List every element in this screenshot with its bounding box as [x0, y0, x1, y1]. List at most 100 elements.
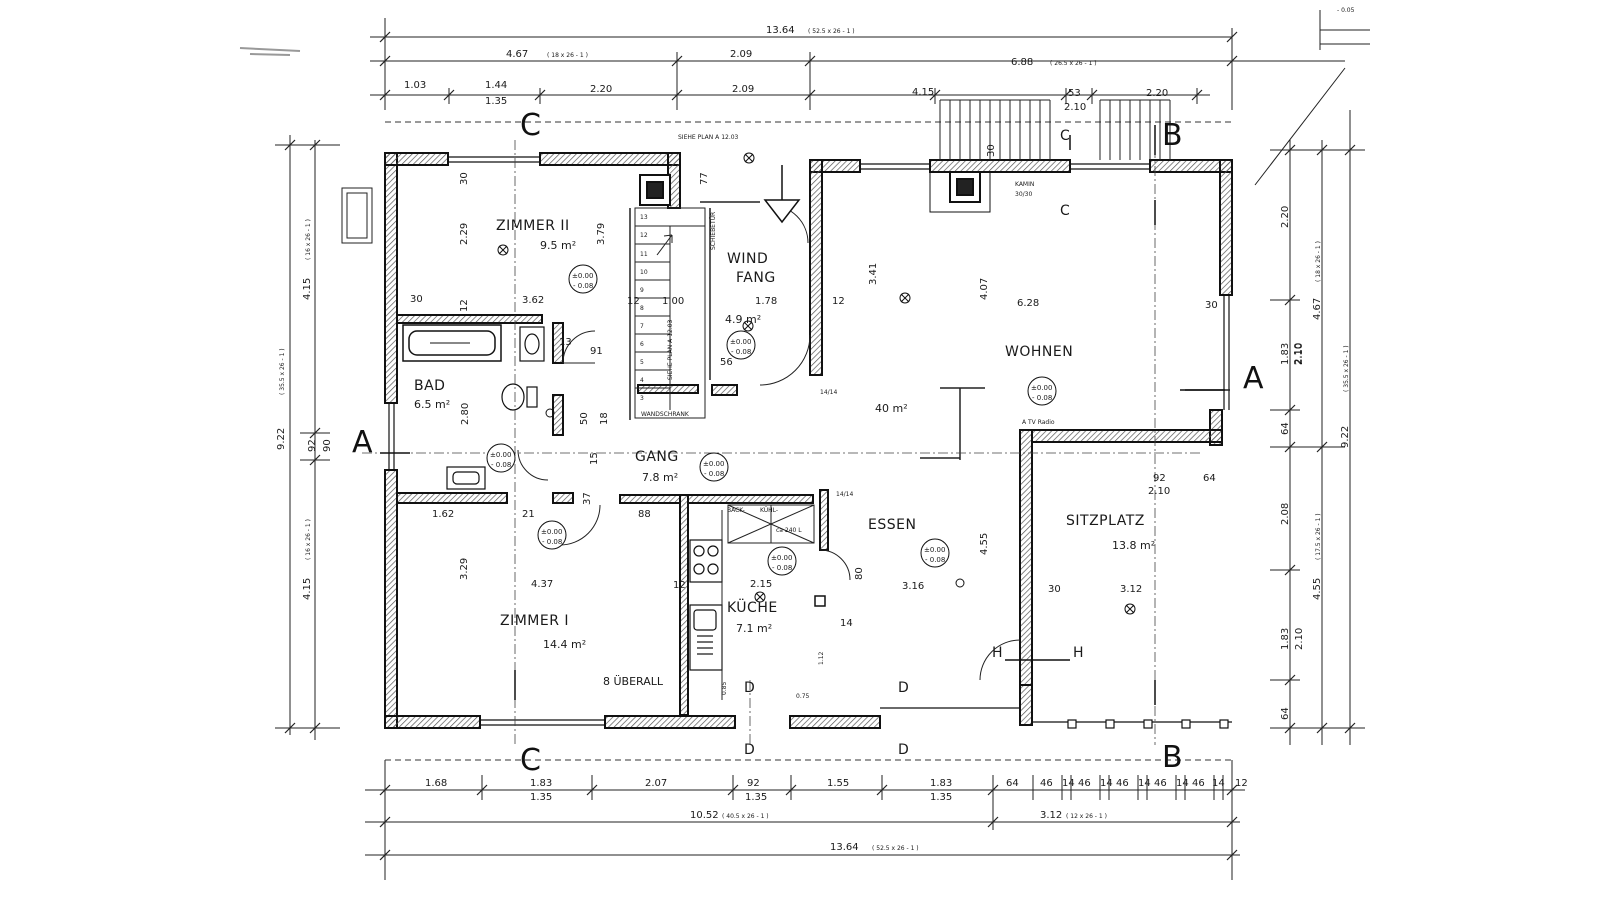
section-h-2: H	[1073, 645, 1084, 661]
room-kueche-area: 7.1 m²	[736, 622, 772, 635]
bottom-mid-note: ( 40.5 x 26 - 1 )	[722, 813, 769, 820]
bdim-46b: 46	[1078, 778, 1091, 789]
sitzplatz-64: 64	[1203, 473, 1216, 484]
section-a-left: A	[352, 425, 373, 460]
step-13: 13	[640, 214, 648, 221]
room-windfang-area: 4.9 m²	[725, 313, 761, 326]
kueche-width: 2.15	[750, 579, 772, 590]
sd-88: 88	[638, 509, 651, 520]
level-markers	[486, 264, 1057, 576]
door-arcs	[517, 204, 1021, 681]
level-3b: - 0.08	[1032, 394, 1052, 402]
sd-30c: 30	[986, 144, 997, 157]
level-4a: ±0.00	[490, 451, 511, 459]
siehe-plan-stair: SIEHE PLAN A 12.03	[667, 319, 674, 380]
sd-50: 50	[579, 412, 590, 425]
top-left-note: ( 18 x 26 - 1 )	[547, 52, 588, 59]
toilet	[501, 383, 538, 411]
sd-2-10: 2.10	[1293, 343, 1304, 365]
stair-1-00: 1.00	[662, 296, 684, 307]
sd-14: 14	[840, 618, 853, 629]
sd-18: 18	[599, 412, 610, 425]
step-8: 8	[640, 305, 644, 312]
bdim-14c: 14	[1138, 778, 1151, 789]
right-dim-64b: 64	[1280, 707, 1291, 720]
wohnen-width: 6.28	[1017, 298, 1039, 309]
dim-2-20-top: 2.20	[1146, 88, 1168, 99]
step-3: 3	[640, 395, 644, 402]
section-c-mid: C	[1060, 128, 1070, 144]
dim-1-44: 1.44	[485, 80, 507, 91]
level-5b: - 0.08	[704, 470, 724, 478]
top-right-dim: 6.88	[1011, 57, 1033, 68]
sitzplatz-2-10: 2.10	[1148, 486, 1170, 497]
sd-12c: 12	[673, 580, 686, 591]
light-fixtures	[497, 152, 1136, 615]
ueberall-note: 8 ÜBERALL	[603, 675, 664, 688]
entrance-arrow-icon	[763, 165, 801, 224]
kitchen-sink	[689, 604, 723, 671]
top-mid-dim: 2.09	[730, 49, 752, 60]
left-lower-dim: 4.15	[302, 578, 313, 600]
left-lower-note: ( 16 x 26 - 1 )	[305, 519, 312, 560]
step-5: 5	[640, 359, 644, 366]
wohnen-height2: 3.41	[868, 263, 879, 285]
step-10: 10	[640, 269, 648, 276]
right-upper-note: ( 18 x 26 - 1 )	[1315, 241, 1322, 282]
sd-30b: 30	[459, 172, 470, 185]
room-bad-area: 6.5 m²	[414, 398, 450, 411]
section-lines	[380, 125, 1225, 705]
level-1b: - 0.08	[573, 282, 593, 290]
section-c-mid2: C	[1060, 203, 1070, 219]
level-marker-texts: ±0.00 - 0.08 ±0.00 - 0.08 ±0.00 - 0.08 ±…	[490, 272, 1052, 572]
windfang-width: 1.78	[755, 296, 777, 307]
room-zimmer-1: ZIMMER I	[500, 613, 569, 629]
section-d-2: D	[898, 680, 909, 696]
top-dimension-lines	[370, 18, 1345, 110]
right-dim-2-20: 2.20	[1280, 206, 1291, 228]
bdim-1-35b: 1.35	[745, 792, 767, 803]
right-lower-dim: 4.55	[1312, 578, 1323, 600]
walls	[384, 152, 1233, 729]
bdim-92: 92	[747, 778, 760, 789]
right-dimension-ticks	[1284, 144, 1356, 734]
kuehl-volume: ca 240 L	[776, 527, 802, 534]
level-7b: - 0.08	[772, 564, 792, 572]
step-9: 9	[640, 287, 644, 294]
top-right-note: ( 26.5 x 26 - 1 )	[1050, 60, 1097, 67]
bdim-46e: 46	[1192, 778, 1205, 789]
bdim-1-83b: 1.83	[930, 778, 952, 789]
bdim-1-55: 1.55	[827, 778, 849, 789]
sd-12a: 12	[459, 299, 470, 312]
step-4: 4	[640, 377, 644, 384]
room-kueche: KÜCHE	[727, 598, 778, 616]
room-zimmer-2: ZIMMER II	[496, 218, 570, 234]
left-mid-90: 90	[322, 439, 333, 452]
dim-1-03: 1.03	[404, 80, 426, 91]
chimney-2-kamin	[929, 171, 991, 213]
room-bad: BAD	[414, 378, 445, 394]
dim-2-10-top: 2.10	[1064, 102, 1086, 113]
bottom-right-note: ( 12 x 26 - 1 )	[1066, 813, 1107, 820]
sd-56: 56	[720, 357, 733, 368]
sd-77: 77	[699, 172, 710, 185]
right-dim-64: 64	[1280, 422, 1291, 435]
level-7a: ±0.00	[771, 554, 792, 562]
level-4b: - 0.08	[491, 461, 511, 469]
right-dim-1-83b: 1.83	[1280, 628, 1291, 650]
bdim-46d: 46	[1154, 778, 1167, 789]
tv-radio: A TV Radio	[1022, 419, 1055, 426]
wohnen-height: 4.07	[979, 278, 990, 300]
room-windfang-1: WIND	[727, 251, 768, 267]
level-3a: ±0.00	[1031, 384, 1052, 392]
bdim-64: 64	[1006, 778, 1019, 789]
right-dimension-lines	[1270, 110, 1365, 745]
step-12: 12	[640, 232, 648, 239]
essen-height: 4.55	[979, 533, 990, 555]
top-total-note: ( 52.5 x 26 - 1 )	[808, 28, 855, 35]
staircase	[634, 207, 706, 419]
zimmer1-height: 3.29	[459, 558, 470, 580]
left-total-note: ( 35.5 x 26 - 1 )	[279, 348, 286, 395]
bdim-46c: 46	[1116, 778, 1129, 789]
